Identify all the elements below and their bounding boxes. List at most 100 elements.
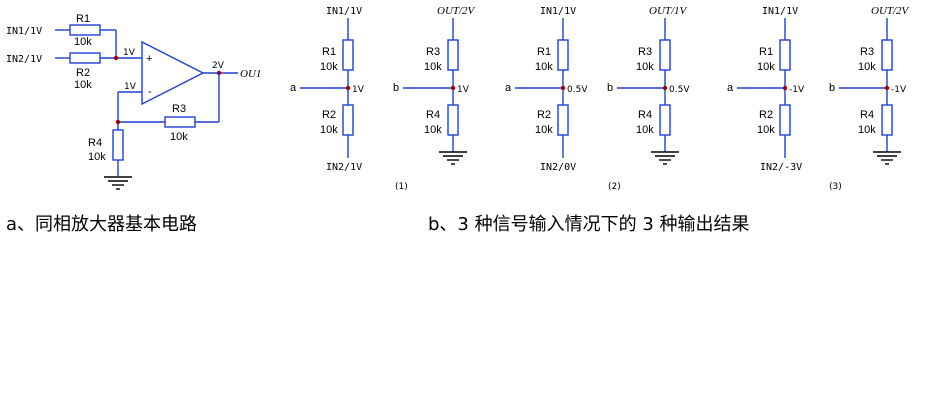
divider-3a-r-bot — [779, 104, 791, 136]
case-2-label: (2) — [608, 182, 621, 192]
r3-resistor — [164, 116, 196, 128]
divider-1a-r-bot-value: 10k — [320, 124, 338, 136]
r3-label: R3 — [172, 103, 186, 115]
r2-resistor — [69, 52, 101, 64]
divider-3b-top-label: OUT/2V — [871, 5, 910, 17]
ground-icon — [651, 151, 679, 165]
divider-2b-node-letter: b — [607, 82, 613, 94]
divider-2a-r-top-value: 10k — [535, 61, 553, 73]
divider-3a-r-top-value: 10k — [757, 61, 775, 73]
case-3-label: (3) — [829, 182, 842, 192]
divider-2a-node-voltage: 0.5V — [567, 85, 588, 95]
divider-3a-top-label: IN1/1V — [762, 6, 798, 17]
divider-1a: IN1/1V R1 10k a 1V R2 10k IN2/1V — [290, 6, 365, 173]
divider-2b-r-top — [659, 39, 671, 71]
case-1-label: (1) — [395, 182, 408, 192]
divider-3a-r-bot-label: R2 — [759, 109, 773, 121]
divider-2a: IN1/1V R1 10k a 0.5V R2 10k IN2/0V — [505, 6, 588, 173]
divider-2a-top-label: IN1/1V — [540, 6, 576, 17]
divider-2a-r-bot-value: 10k — [535, 124, 553, 136]
divider-2b-r-top-value: 10k — [636, 61, 654, 73]
divider-2b: OUT/1V R3 10k b 0.5V R4 10k — [607, 5, 690, 165]
divider-3b-node-letter: b — [829, 82, 835, 94]
plus-node-dot — [113, 55, 119, 61]
feedback-node-dot — [115, 119, 121, 125]
divider-1b: OUT/2V R3 10k b 1V R4 10k — [393, 5, 476, 165]
divider-2a-node-dot — [560, 85, 566, 91]
divider-3b: OUT/2V R3 10k b -1V R4 10k — [829, 5, 910, 165]
ground-icon — [104, 176, 132, 190]
divider-1a-r-top — [342, 39, 354, 71]
divider-2a-bottom-label: IN2/0V — [540, 162, 576, 173]
divider-1a-top-label: IN1/1V — [326, 6, 362, 17]
minus-node-voltage: 1V — [124, 82, 137, 92]
divider-1a-node-voltage: 1V — [352, 85, 365, 95]
divider-1a-r-bot — [342, 104, 354, 136]
divider-1b-r-bot-value: 10k — [424, 124, 442, 136]
divider-1a-node-letter: a — [290, 82, 297, 94]
r3-value: 10k — [170, 131, 188, 143]
r4-resistor — [112, 129, 124, 161]
divider-2a-r-top-label: R1 — [537, 46, 551, 58]
r4-label: R4 — [88, 137, 102, 149]
divider-2b-r-top-label: R3 — [638, 46, 652, 58]
divider-3a-node-dot — [782, 85, 788, 91]
output-label: OU1 — [240, 68, 261, 80]
divider-1b-r-bot — [447, 104, 459, 136]
divider-2b-node-voltage: 0.5V — [669, 85, 690, 95]
r2-label: R2 — [76, 67, 90, 79]
r1-label: R1 — [76, 13, 90, 25]
divider-3a-r-top-label: R1 — [759, 46, 773, 58]
divider-1b-node-dot — [450, 85, 456, 91]
divider-2a-r-top — [557, 39, 569, 71]
op-amp-plus-sign: + — [146, 53, 152, 65]
r1-resistor — [69, 24, 101, 36]
divider-3a: IN1/1V R1 10k a -1V R2 10k IN2/-3V — [727, 6, 805, 173]
divider-3b-r-bot-value: 10k — [858, 124, 876, 136]
divider-3b-r-bot — [881, 104, 893, 136]
divider-1a-bottom-label: IN2/1V — [326, 162, 362, 173]
op-amp-triangle — [141, 40, 205, 106]
divider-3a-r-bot-value: 10k — [757, 124, 775, 136]
r2-value: 10k — [74, 79, 92, 91]
divider-3b-r-top — [881, 39, 893, 71]
divider-2b-node-dot — [662, 85, 668, 91]
in2-label: IN2/1V — [6, 54, 42, 65]
divider-3b-r-top-label: R3 — [860, 46, 874, 58]
divider-1a-r-top-value: 10k — [320, 61, 338, 73]
divider-1b-r-bot-label: R4 — [426, 109, 440, 121]
divider-3a-node-voltage: -1V — [789, 85, 805, 95]
op-amp-minus-sign: - — [148, 86, 152, 98]
divider-2b-r-bot — [659, 104, 671, 136]
divider-1a-r-bot-label: R2 — [322, 109, 336, 121]
ground-icon — [439, 151, 467, 165]
divider-2b-top-label: OUT/1V — [649, 5, 688, 17]
divider-1b-r-top-label: R3 — [426, 46, 440, 58]
circuit-a: IN1/1V R1 10k IN2/1V R2 10k 1V + - 2V OU… — [6, 13, 261, 190]
ground-icon — [873, 151, 901, 165]
divider-3a-node-letter: a — [727, 82, 734, 94]
r4-value: 10k — [88, 151, 106, 163]
output-node-voltage: 2V — [212, 61, 225, 71]
divider-3a-bottom-label: IN2/-3V — [760, 162, 802, 173]
divider-1a-r-top-label: R1 — [322, 46, 336, 58]
divider-3b-r-top-value: 10k — [858, 61, 876, 73]
in1-label: IN1/1V — [6, 26, 42, 37]
plus-node-voltage: 1V — [123, 48, 136, 58]
divider-3b-node-dot — [884, 85, 890, 91]
divider-1b-node-voltage: 1V — [457, 85, 470, 95]
divider-1b-node-letter: b — [393, 82, 399, 94]
divider-1a-node-dot — [345, 85, 351, 91]
caption-b: b、3 种信号输入情况下的 3 种输出结果 — [428, 214, 750, 235]
r1-value: 10k — [74, 36, 92, 48]
divider-2a-r-bot-label: R2 — [537, 109, 551, 121]
divider-3a-r-top — [779, 39, 791, 71]
divider-1b-r-top — [447, 39, 459, 71]
divider-2a-r-bot — [557, 104, 569, 136]
divider-1b-top-label: OUT/2V — [437, 5, 476, 17]
divider-3b-r-bot-label: R4 — [860, 109, 874, 121]
caption-a: a、同相放大器基本电路 — [6, 214, 197, 235]
divider-2a-node-letter: a — [505, 82, 512, 94]
divider-2b-r-bot-value: 10k — [636, 124, 654, 136]
